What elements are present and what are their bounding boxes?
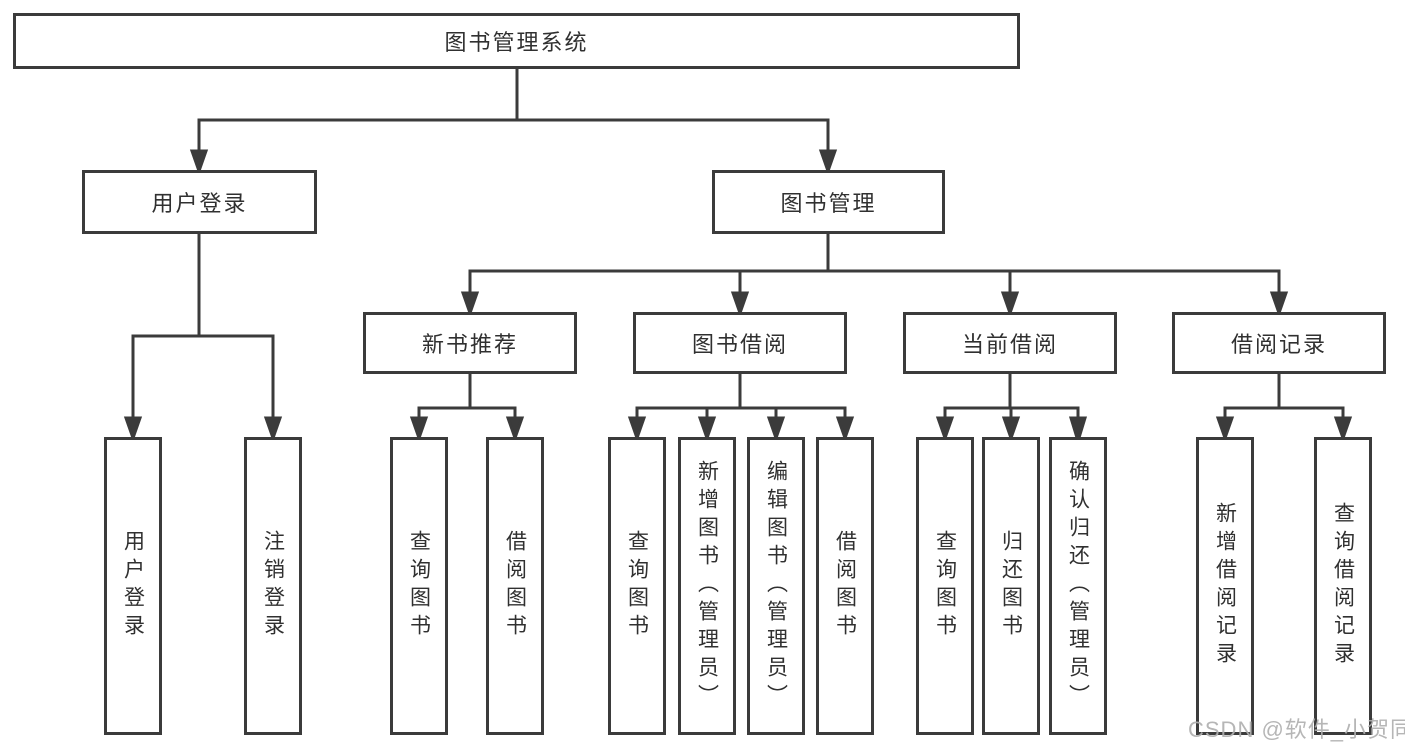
leaf-label: 新增图书（管理员）: [695, 460, 719, 712]
node-book-management: 图书管理: [712, 170, 945, 234]
leaf-label: 新增借阅记录: [1213, 502, 1237, 670]
leaf-label: 编辑图书（管理员）: [764, 460, 788, 712]
node-label: 用户登录: [151, 191, 248, 216]
leaf-label: 借阅图书: [833, 530, 857, 642]
leaf-label: 注销登录: [261, 530, 285, 642]
node-user-login: 用户登录: [82, 170, 317, 234]
node-label: 新书推荐: [421, 332, 518, 357]
node-label: 图书借阅: [691, 332, 788, 357]
leaf-label: 查询图书: [625, 530, 649, 642]
leaf-confirm-return-admin: 确认归还（管理员）: [1049, 437, 1107, 735]
leaf-query-books-borrow: 查询图书: [608, 437, 666, 735]
leaf-query-borrow-record: 查询借阅记录: [1314, 437, 1372, 735]
leaf-label: 查询图书: [407, 530, 431, 642]
node-library-management-system: 图书管理系统: [13, 13, 1020, 69]
node-label: 图书管理: [780, 191, 877, 216]
leaf-borrow-books: 借阅图书: [816, 437, 874, 735]
leaf-add-books-admin: 新增图书（管理员）: [678, 437, 736, 735]
leaf-label: 查询借阅记录: [1331, 502, 1355, 670]
leaf-query-books-current: 查询图书: [916, 437, 974, 735]
node-current-borrow: 当前借阅: [903, 312, 1117, 374]
node-new-book-recommend: 新书推荐: [363, 312, 577, 374]
leaf-edit-books-admin: 编辑图书（管理员）: [747, 437, 805, 735]
node-label: 借阅记录: [1230, 332, 1327, 357]
leaf-label: 查询图书: [933, 530, 957, 642]
leaf-borrow-books-recommend: 借阅图书: [486, 437, 544, 735]
node-book-borrow: 图书借阅: [633, 312, 847, 374]
leaf-add-borrow-record: 新增借阅记录: [1196, 437, 1254, 735]
leaf-query-books-recommend: 查询图书: [390, 437, 448, 735]
leaf-label: 用户登录: [121, 530, 145, 642]
leaf-user-login: 用户登录: [104, 437, 162, 735]
leaf-label: 确认归还（管理员）: [1066, 460, 1090, 712]
leaf-label: 归还图书: [999, 530, 1023, 642]
node-label: 当前借阅: [961, 332, 1058, 357]
node-borrow-records: 借阅记录: [1172, 312, 1386, 374]
csdn-watermark: CSDN @软件_小贺同学: [1188, 717, 1405, 742]
leaf-label: 借阅图书: [503, 530, 527, 642]
node-label: 图书管理系统: [444, 30, 589, 55]
leaf-return-books: 归还图书: [982, 437, 1040, 735]
leaf-logout: 注销登录: [244, 437, 302, 735]
